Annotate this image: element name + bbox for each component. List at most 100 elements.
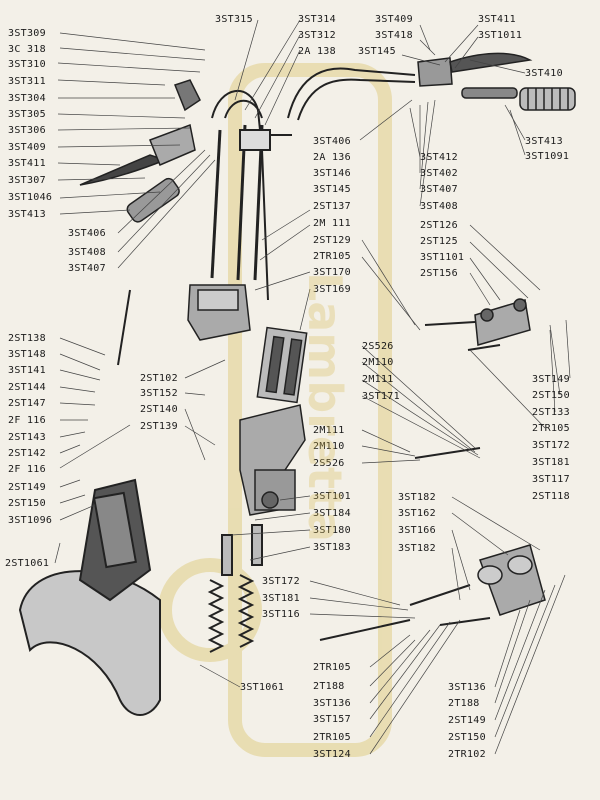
callout-label: 2TR105 (313, 251, 351, 262)
callout-label: 3ST172 (532, 440, 570, 451)
callout-label: 3ST182 (398, 543, 436, 554)
right-grip (417, 52, 576, 111)
callout-label: 3ST145 (358, 46, 396, 57)
callout-label: 3ST406 (313, 136, 351, 147)
callout-label: 2ST1061 (5, 558, 50, 569)
callout-label: 2ST102 (140, 373, 178, 384)
callout-label: 2ST126 (420, 220, 458, 231)
callout-label: 3ST1011 (478, 30, 523, 41)
handlebar (210, 67, 416, 301)
callout-label: 3ST406 (68, 228, 106, 239)
callout-label: 3ST181 (532, 457, 570, 468)
callout-label: 3ST1061 (240, 682, 285, 693)
callout-label: 2T188 (448, 698, 480, 709)
callout-label: 3ST1091 (525, 151, 570, 162)
callout-label: 2ST150 (8, 498, 46, 509)
callout-label: 3ST152 (140, 388, 178, 399)
callout-label: 2F 116 (8, 464, 46, 475)
callout-label: 2M110 (313, 441, 345, 452)
callout-label: 2ST143 (8, 432, 46, 443)
callout-label: 3ST408 (420, 201, 458, 212)
callout-label: 3ST117 (532, 474, 570, 485)
callout-label: 2ST129 (313, 235, 351, 246)
callout-label: 2M111 (362, 374, 394, 385)
callout-label: 2ST118 (532, 491, 570, 502)
callout-label: 2A 136 (313, 152, 351, 163)
callout-label: 3ST309 (8, 28, 46, 39)
callout-label: 3ST149 (532, 374, 570, 385)
callout-label: 2ST142 (8, 448, 46, 459)
callout-label: 3ST184 (313, 508, 351, 519)
callout-label: 3ST162 (398, 508, 436, 519)
callout-label: 2ST139 (140, 421, 178, 432)
callout-label: 3ST182 (398, 492, 436, 503)
watermark-logo (158, 63, 392, 757)
callout-label: 2F 116 (8, 415, 46, 426)
callout-label: 2ST150 (448, 732, 486, 743)
callout-label: 3ST183 (313, 542, 351, 553)
callout-label: 3ST310 (8, 59, 46, 70)
callout-label: 2S526 (313, 458, 345, 469)
callout-label: 3ST411 (478, 14, 516, 25)
callout-label: 3ST146 (313, 168, 351, 179)
callout-label: 2TR102 (448, 749, 486, 760)
callout-label: 3ST181 (262, 593, 300, 604)
callout-label: 3ST1096 (8, 515, 53, 526)
callout-label: 2S526 (362, 341, 394, 352)
callout-label: 2A 138 (298, 46, 336, 57)
callout-label: 3ST311 (8, 76, 46, 87)
callout-label: 2ST150 (532, 390, 570, 401)
callout-label: 3ST408 (68, 247, 106, 258)
callout-label: 3ST124 (313, 749, 351, 760)
front-mudguard (18, 478, 161, 716)
callout-label: 2ST133 (532, 407, 570, 418)
callout-label: 3ST306 (8, 125, 46, 136)
callout-label: 3ST157 (313, 714, 351, 725)
callout-label: 3ST145 (313, 184, 351, 195)
callout-label: 2M 111 (313, 218, 351, 229)
callout-label: 2ST149 (448, 715, 486, 726)
callout-label: 3ST136 (448, 682, 486, 693)
callout-label: 3ST1046 (8, 192, 53, 203)
callout-label: 3ST314 (298, 14, 336, 25)
callout-label: 3ST136 (313, 698, 351, 709)
callout-label: 3ST180 (313, 525, 351, 536)
callout-label: 2M111 (313, 425, 345, 436)
callout-label: 2ST156 (420, 268, 458, 279)
link-arm-assembly (474, 298, 546, 616)
callout-label: 3ST412 (420, 152, 458, 163)
callout-label: 2ST144 (8, 382, 46, 393)
callout-label: 3ST407 (420, 184, 458, 195)
callout-label: 3C 318 (8, 44, 46, 55)
callout-label: 3ST312 (298, 30, 336, 41)
callout-label: 2ST137 (313, 201, 351, 212)
callout-label: 2TR105 (532, 423, 570, 434)
callout-label: 3ST172 (262, 576, 300, 587)
callout-label: 3ST141 (8, 365, 46, 376)
callout-label: 2TR105 (313, 662, 351, 673)
fork-assembly (239, 404, 306, 516)
callout-label: 3ST171 (362, 391, 400, 402)
springs (207, 524, 263, 653)
callout-label: 3ST170 (313, 267, 351, 278)
callout-label: 2M110 (362, 357, 394, 368)
callout-label: 2ST138 (8, 333, 46, 344)
left-grip (79, 79, 201, 223)
callout-label: 3ST410 (525, 68, 563, 79)
callout-label: 3ST1101 (420, 252, 465, 263)
watermark-text: Lambretta (298, 271, 353, 543)
callout-label: 3ST413 (8, 209, 46, 220)
callout-label: 2TR105 (313, 732, 351, 743)
callout-label: 3ST305 (8, 109, 46, 120)
callout-label: 3ST169 (313, 284, 351, 295)
callout-label: 3ST407 (68, 263, 106, 274)
callout-label: 3ST409 (8, 142, 46, 153)
callout-label: 2T188 (313, 681, 345, 692)
head-clamp (187, 284, 308, 404)
callout-label: 2ST140 (140, 404, 178, 415)
callout-label: 2ST125 (420, 236, 458, 247)
callout-label: 3ST418 (375, 30, 413, 41)
callout-label: 3ST166 (398, 525, 436, 536)
callout-label: 2ST149 (8, 482, 46, 493)
